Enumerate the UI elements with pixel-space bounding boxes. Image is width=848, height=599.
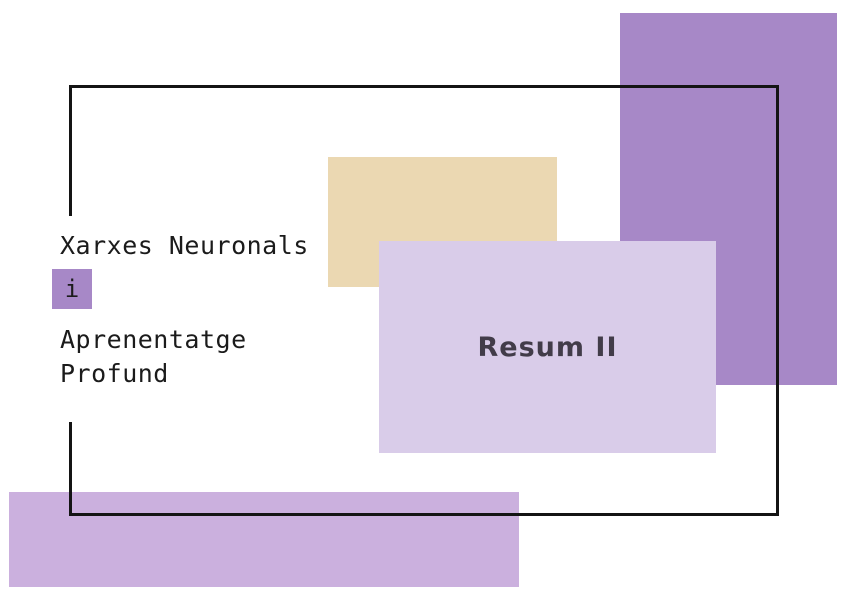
summary-card: Resum II — [379, 241, 716, 453]
frame-border-right — [776, 85, 779, 516]
slide-title-line-3: Profund — [60, 359, 169, 388]
title-connector-box: i — [52, 269, 92, 309]
summary-card-label: Resum II — [477, 331, 618, 363]
frame-border-bottom — [69, 513, 779, 516]
frame-border-left-lower — [69, 422, 72, 516]
frame-border-left-upper — [69, 85, 72, 216]
title-connector-label: i — [64, 275, 80, 303]
slide-title-line-2: Aprenentatge — [60, 325, 247, 354]
decor-rect-lavender-bottom — [9, 492, 519, 587]
slide-title-line-1: Xarxes Neuronals — [60, 231, 309, 260]
frame-border-top — [69, 85, 779, 88]
